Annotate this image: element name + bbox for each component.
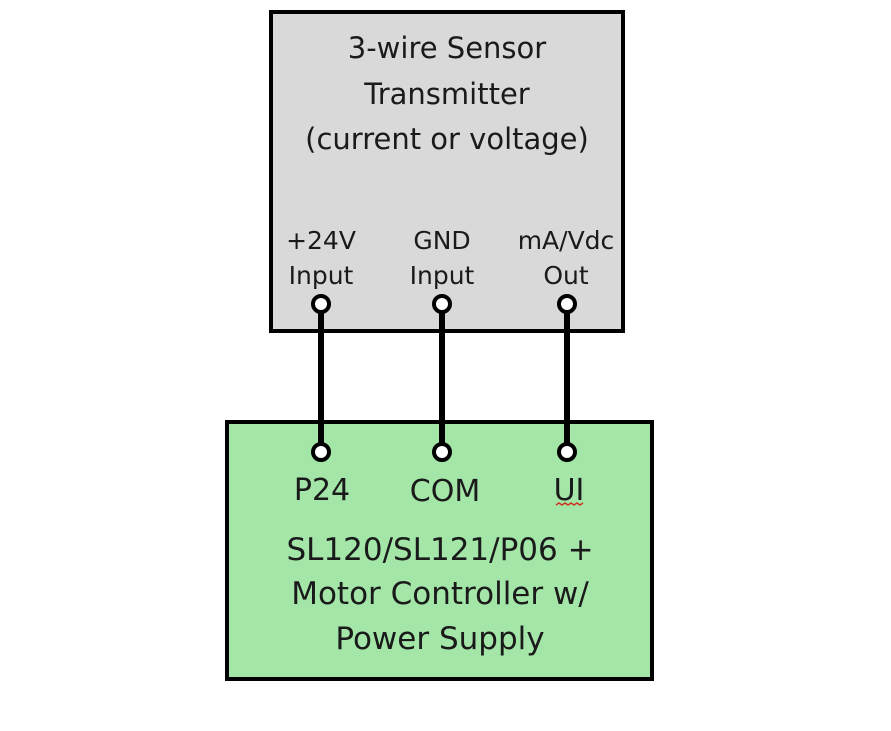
- sensor-terminal-24v: [311, 294, 331, 314]
- sensor-transmitter-box: [269, 10, 625, 333]
- controller-title-line-3: Power Supply: [335, 621, 544, 657]
- spellcheck-underline: [555, 502, 584, 506]
- sensor-pin-gnd-label-2: Input: [410, 261, 475, 290]
- controller-terminal-p24: [311, 442, 331, 462]
- sensor-title-line-3: (current or voltage): [305, 122, 589, 156]
- controller-title-line-1: SL120/SL121/P06 +: [286, 532, 593, 568]
- sensor-pin-24v-label-2: Input: [289, 261, 354, 290]
- sensor-pin-gnd-label-1: GND: [413, 226, 470, 255]
- controller-pin-com-label: COM: [410, 474, 480, 509]
- sensor-pin-out-label-1: mA/Vdc: [518, 226, 615, 255]
- sensor-terminal-out: [557, 294, 577, 314]
- controller-pin-ui-label: UI: [554, 473, 585, 508]
- sensor-terminal-gnd: [432, 294, 452, 314]
- sensor-title-line-1: 3-wire Sensor: [348, 31, 547, 65]
- sensor-pin-24v-label-1: +24V: [286, 226, 356, 255]
- controller-terminal-ui: [557, 442, 577, 462]
- sensor-pin-out-label-2: Out: [543, 261, 589, 290]
- sensor-title-line-2: Transmitter: [363, 77, 530, 111]
- controller-pin-p24-label: P24: [294, 473, 350, 508]
- controller-terminal-com: [432, 442, 452, 462]
- motor-controller-box: [225, 420, 654, 681]
- controller-title-line-2: Motor Controller w/: [291, 576, 589, 612]
